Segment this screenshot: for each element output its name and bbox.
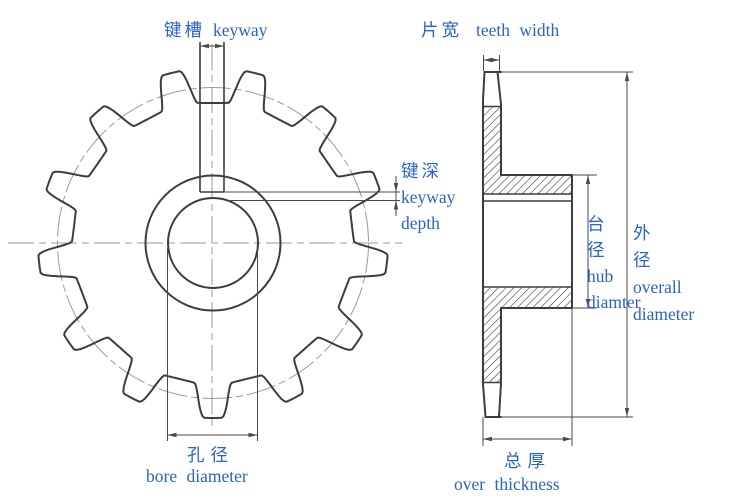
dimension-arrowhead [563,436,572,442]
dimension-arrowhead [393,183,399,192]
dimension-arrowhead [167,432,177,438]
section-view [482,55,633,446]
dimension-arrowhead [585,175,591,184]
bore-circle [167,197,259,289]
hub-circle [144,174,282,312]
dimension-arrowhead [490,57,500,63]
dimension-arrowhead [393,200,399,210]
plate-right-upper-edge [496,71,502,176]
dimension-arrowhead [624,408,630,417]
dimension-arrowhead [624,72,630,81]
dimension-arrowhead [585,299,591,308]
front-view [8,42,402,441]
plate-left-edge [482,71,487,418]
gear-teeth-outline [37,70,389,419]
pitch-circle [57,87,369,399]
dimension-arrowhead [483,57,493,63]
dimension-arrowhead [200,43,209,49]
dimension-arrowhead [483,436,492,442]
dimension-arrowhead [215,43,224,49]
dimension-arrowhead [248,432,258,438]
dimension-arrowheads [167,43,630,442]
section-hatch-bottom [483,287,572,383]
section-hatch-top [483,106,572,194]
